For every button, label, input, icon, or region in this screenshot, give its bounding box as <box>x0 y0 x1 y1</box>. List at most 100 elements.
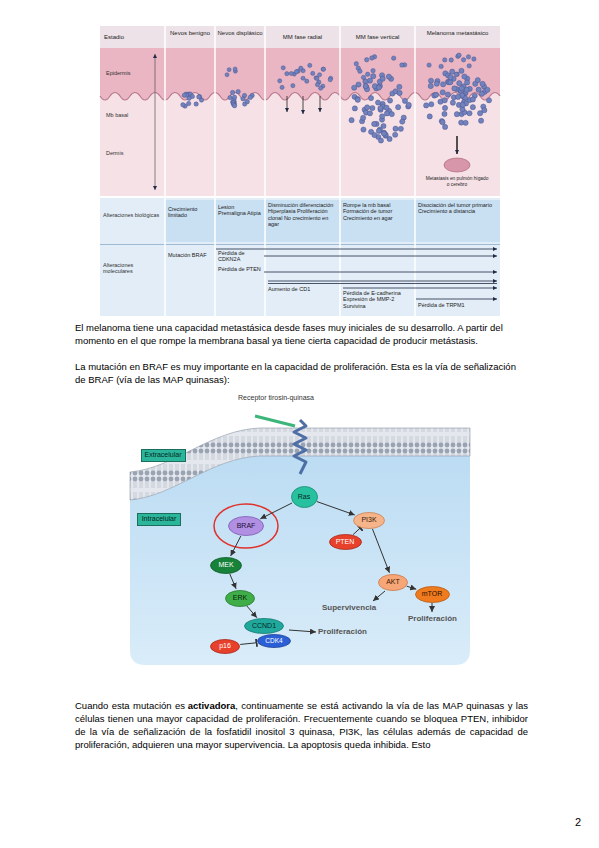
receptor-helix <box>294 420 306 474</box>
figure-shape <box>389 112 394 117</box>
node-text: BRAF <box>237 522 256 530</box>
figure-shape <box>391 56 395 60</box>
figure-shape <box>354 512 385 528</box>
figure-shape <box>448 75 453 80</box>
figure-shape <box>211 639 240 653</box>
figure-shape <box>396 105 401 110</box>
row-rule <box>100 244 500 245</box>
figure-shape <box>317 73 321 77</box>
table-cell: Mutación BRAF <box>168 252 213 258</box>
figure-shape <box>450 69 455 74</box>
figure-shape <box>329 535 361 550</box>
figure-shape <box>278 79 282 83</box>
figure-shape <box>364 58 368 62</box>
figure-shape <box>352 106 357 111</box>
figure-shape <box>315 83 319 87</box>
figure-shape <box>445 92 450 97</box>
figure-shape <box>452 86 457 91</box>
figure-shape <box>328 78 332 82</box>
figure-shape <box>381 131 386 136</box>
basal-membrane <box>100 93 500 101</box>
figure-shape <box>164 26 166 316</box>
stage-header: Nevos displásico <box>216 30 264 37</box>
node-text: Extracelular <box>145 451 182 459</box>
outcome-label: Proliferación <box>408 614 460 623</box>
depth-arrow <box>155 54 156 190</box>
figure-shape <box>380 114 385 119</box>
figure-shape <box>378 138 383 143</box>
invasion-arrow <box>287 96 288 112</box>
figure-shape <box>299 66 303 70</box>
protein-node: PI3K <box>353 512 385 529</box>
table-cell: Disminución diferenciación Hiperplasia P… <box>268 202 338 227</box>
invasion-arrow <box>320 96 321 112</box>
figure-shape <box>380 76 385 81</box>
figure-shape <box>416 299 497 300</box>
figure-shape <box>363 84 368 89</box>
figure-shape <box>236 89 240 93</box>
receptor-label: Receptor tirosin-quinasa <box>236 394 316 402</box>
figure-shape <box>442 105 447 110</box>
figure-shape <box>406 102 411 107</box>
figure-shape <box>480 81 485 86</box>
figure-shape <box>459 68 464 73</box>
table-cell: Pérdida de CDKN2A <box>218 250 262 263</box>
figure-shape <box>365 105 370 110</box>
figure-shape <box>459 86 464 91</box>
figure-shape <box>398 126 403 131</box>
figure-shape <box>367 78 372 83</box>
proliferation-arrow <box>432 603 433 612</box>
figure-shape <box>462 74 467 79</box>
melanocyte-cells <box>181 53 492 143</box>
node-text: CCND1 <box>252 622 276 630</box>
protein-node: AKT <box>378 574 408 591</box>
figure-shape <box>264 26 266 316</box>
figure-shape <box>291 487 317 508</box>
figure-shape <box>367 111 372 116</box>
row-header: Alteraciones moleculares <box>103 262 161 275</box>
figure-shape <box>400 119 405 124</box>
arrow-connector <box>231 536 241 556</box>
column-rules <box>165 26 415 316</box>
node-text: PTEN <box>336 538 355 546</box>
figure-shape <box>268 281 497 282</box>
protein-node: p16 <box>210 639 240 654</box>
figure-shape <box>393 126 398 131</box>
table-cell: Pérdida de E-cadherina Expresión de MMP-… <box>343 290 413 309</box>
figure-shape <box>372 121 377 126</box>
figure-shape <box>467 111 472 116</box>
body-paragraph: La mutación en BRAF es muy importante en… <box>75 360 528 386</box>
figure-shape <box>478 118 483 123</box>
node-text: AKT <box>386 578 400 586</box>
figure-shape <box>301 76 305 80</box>
figure-shape <box>241 97 245 101</box>
table-cell: Pérdida de PTEN <box>218 266 262 272</box>
figure-shape <box>428 83 433 88</box>
figure-shape <box>339 26 341 316</box>
invasion-arrow <box>303 96 304 114</box>
figure-shape <box>440 90 445 95</box>
figure-shape <box>466 55 470 59</box>
figure-shape <box>181 103 185 107</box>
figure-shape <box>230 90 234 94</box>
stage-header: MM fase vertical <box>341 34 414 41</box>
figure-shape <box>376 85 381 90</box>
figure-shape <box>368 96 373 101</box>
figure-shape <box>308 63 312 67</box>
figure-shape <box>321 67 325 71</box>
body-text-bold: activadora <box>188 700 236 711</box>
figure-shape <box>216 249 497 250</box>
figure-shape <box>464 80 469 85</box>
figure-shape <box>194 102 198 106</box>
node-text: CDK4 <box>265 637 282 644</box>
protein-node: CCND1 <box>244 618 284 634</box>
figure-shape <box>319 86 323 90</box>
node-text: p16 <box>219 642 231 650</box>
figure-shape <box>475 78 480 83</box>
figure-shape <box>232 95 236 99</box>
stage-header: Melanoma metastásico <box>416 30 499 37</box>
figure-shape <box>440 120 445 125</box>
protein-node: Ras <box>291 486 318 508</box>
figure-shape <box>402 98 407 103</box>
cytoplasm <box>130 456 470 665</box>
